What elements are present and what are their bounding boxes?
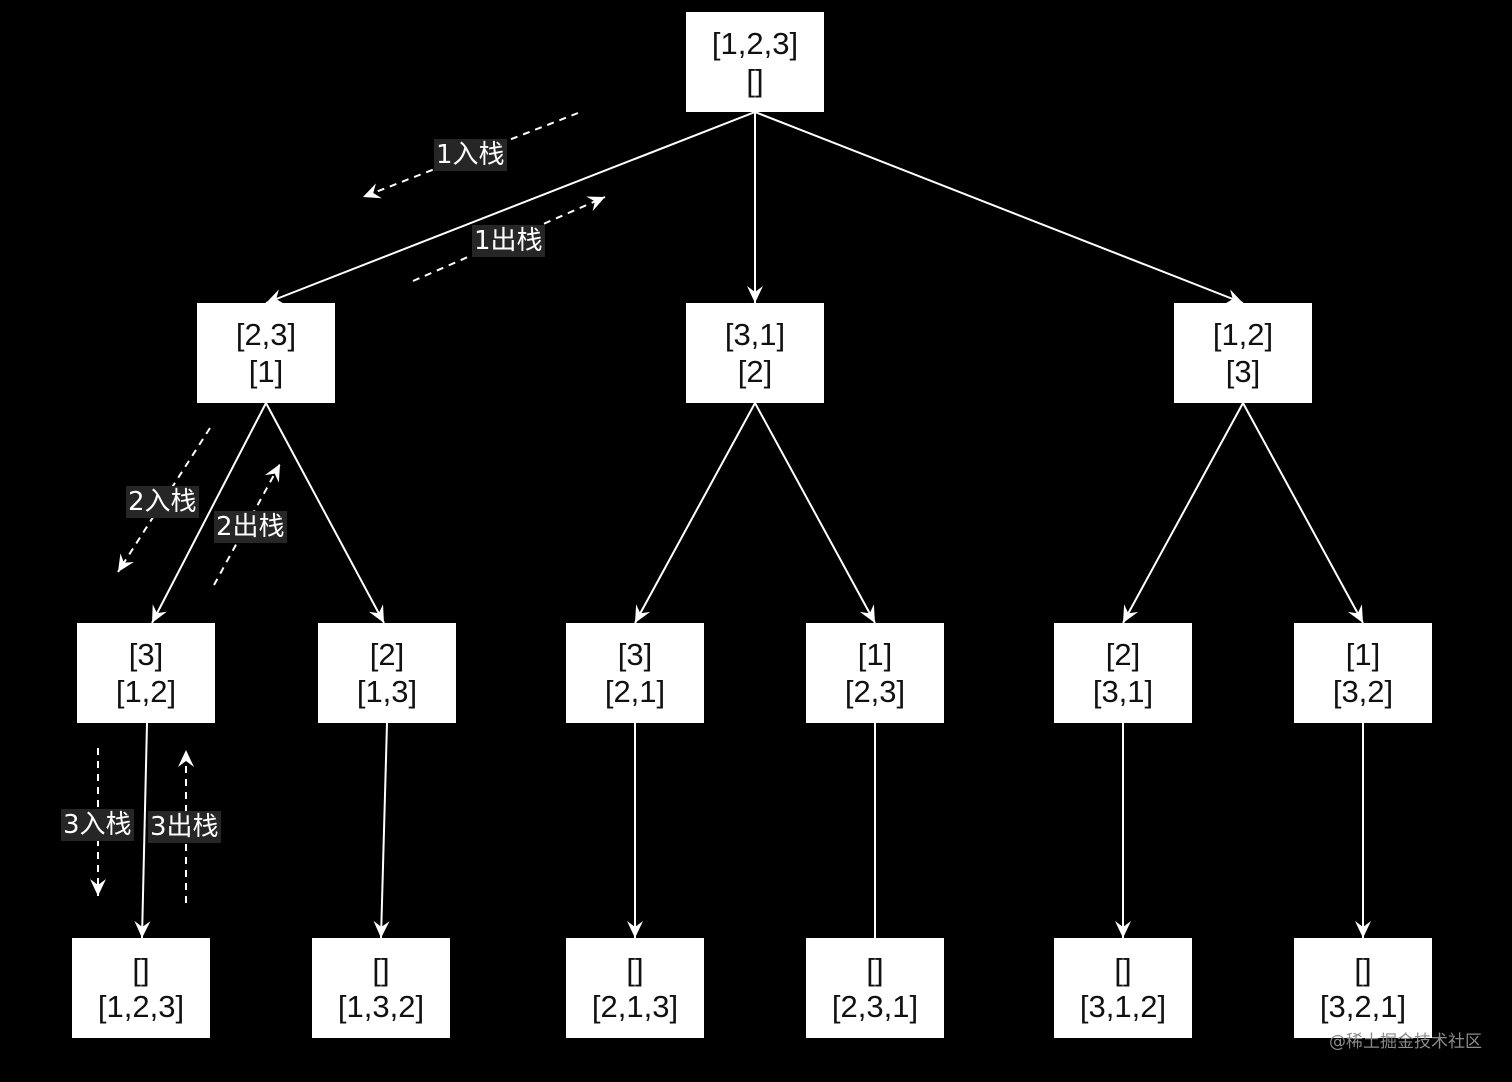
edge-root-n12 <box>754 111 1244 304</box>
node-remaining: [1] <box>1345 637 1381 672</box>
arrowhead-r123 <box>134 920 151 938</box>
arrowhead-n23 <box>266 289 285 305</box>
node-remaining: [] <box>132 952 150 987</box>
tree-node-n12: [1,2][3] <box>1174 303 1312 403</box>
pop3-arrow-head <box>178 750 194 767</box>
tree-node-r123: [][1,2,3] <box>72 938 210 1038</box>
node-path: [2,1] <box>604 674 666 709</box>
node-remaining: [3] <box>617 637 653 672</box>
node-remaining: [2,3] <box>235 317 297 352</box>
arrowhead-r132 <box>373 920 390 938</box>
node-path: [2,3,1] <box>831 989 919 1024</box>
arrowhead-l2a <box>368 604 384 623</box>
node-remaining: [] <box>372 952 390 987</box>
tree-node-l3b: [3][2,1] <box>566 623 704 723</box>
push3-arrow-head <box>90 879 106 896</box>
tree-node-l2b: [2][3,1] <box>1054 623 1192 723</box>
edge-l2a-r132 <box>380 722 388 939</box>
node-path: [2] <box>737 354 773 389</box>
push1-arrow-head <box>363 183 382 199</box>
node-remaining: [] <box>1114 952 1132 987</box>
tree-node-n23: [2,3][1] <box>197 303 335 403</box>
push2-arrow-head <box>118 553 134 572</box>
tree-node-l2a: [2][1,3] <box>318 623 456 723</box>
tree-node-root: [1,2,3][] <box>686 12 824 112</box>
node-path: [1,3,2] <box>337 989 425 1024</box>
node-remaining: [3] <box>128 637 164 672</box>
edge-n23-l2a <box>265 402 385 624</box>
stack-label-push1: 1入栈 <box>434 139 507 171</box>
node-path: [] <box>746 63 764 98</box>
node-remaining: [] <box>626 952 644 987</box>
node-remaining: [1,2,3] <box>711 26 799 61</box>
edge-l3a-r123 <box>141 722 148 939</box>
edge-n12-l2b <box>1122 402 1244 624</box>
node-path: [1] <box>248 354 284 389</box>
node-remaining: [] <box>1354 952 1372 987</box>
edge-n23-l3a <box>151 402 267 624</box>
tree-node-l3a: [3][1,2] <box>77 623 215 723</box>
stack-label-pop1: 1出栈 <box>472 225 545 257</box>
node-remaining: [1,2] <box>1212 317 1274 352</box>
arrowhead-l3b <box>635 604 651 623</box>
node-remaining: [3,1] <box>724 317 786 352</box>
tree-node-r132: [][1,3,2] <box>312 938 450 1038</box>
edge-root-n23 <box>265 111 756 304</box>
edge-n12-l1b <box>1242 402 1364 624</box>
node-path: [3,1,2] <box>1079 989 1167 1024</box>
arrowhead-l3a <box>152 604 167 623</box>
arrowhead-l1b <box>1347 604 1363 623</box>
tree-node-r312: [][3,1,2] <box>1054 938 1192 1038</box>
tree-node-l1b: [1][3,2] <box>1294 623 1432 723</box>
edge-n31-l3b <box>634 402 756 624</box>
stack-label-pop3: 3出栈 <box>148 811 221 843</box>
stack-label-push3: 3入栈 <box>61 809 134 841</box>
node-path: [1,3] <box>356 674 418 709</box>
node-remaining: [2] <box>1105 637 1141 672</box>
stack-label-pop2: 2出栈 <box>214 511 287 543</box>
arrowhead-n31 <box>747 286 763 303</box>
watermark: @稀土掘金技术社区 <box>1329 1032 1482 1052</box>
arrowhead-r321 <box>1355 921 1371 938</box>
push2-arrow <box>117 427 211 573</box>
node-path: [3,1] <box>1092 674 1154 709</box>
tree-node-l1a: [1][2,3] <box>806 623 944 723</box>
node-remaining: [] <box>866 952 884 987</box>
node-remaining: [2] <box>369 637 405 672</box>
tree-node-r321: [][3,2,1] <box>1294 938 1432 1038</box>
edge-n31-l1a <box>754 402 876 624</box>
tree-node-r213: [][2,1,3] <box>566 938 704 1038</box>
arrowhead-n12 <box>1224 289 1243 305</box>
tree-node-n31: [3,1][2] <box>686 303 824 403</box>
node-path: [2,1,3] <box>591 989 679 1024</box>
stack-label-push2: 2入栈 <box>126 486 199 518</box>
node-path: [3,2,1] <box>1319 989 1407 1024</box>
node-path: [1,2] <box>115 674 177 709</box>
pop2-arrow-head <box>264 464 280 483</box>
arrowhead-r213 <box>627 921 643 938</box>
arrowhead-r312 <box>1115 921 1131 938</box>
node-remaining: [1] <box>857 637 893 672</box>
node-path: [3] <box>1225 354 1261 389</box>
node-path: [2,3] <box>844 674 906 709</box>
node-path: [3,2] <box>1332 674 1394 709</box>
node-path: [1,2,3] <box>97 989 185 1024</box>
arrowhead-l1a <box>859 604 875 623</box>
tree-node-r231: [][2,3,1] <box>806 938 944 1038</box>
arrowhead-l2b <box>1123 604 1139 623</box>
pop1-arrow-head <box>586 196 605 212</box>
